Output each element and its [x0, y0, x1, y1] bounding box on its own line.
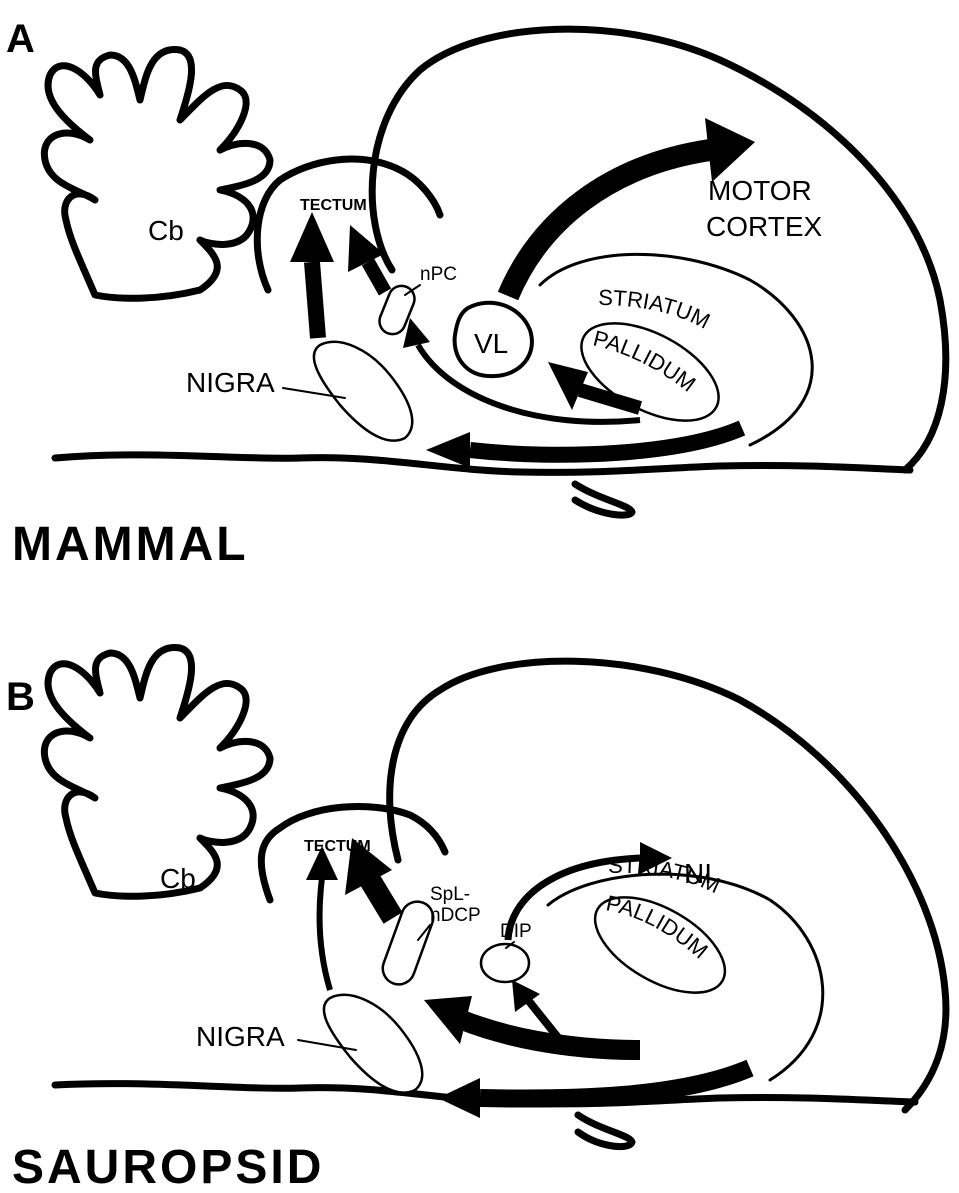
panel-b-pallidum-to-nigra-arrow — [480, 1068, 750, 1099]
panel-a-nigra-to-tectum-arrowhead — [290, 212, 334, 262]
panel-a-npc-label: nPC — [420, 264, 457, 285]
panel-b: B Cb TECTUM NI STRIATUM PALLIDUM NIGRA S… — [6, 648, 946, 1193]
panel-b-cb-label: Cb — [160, 863, 196, 894]
panel-a-motor-label-2: CORTEX — [706, 211, 822, 242]
panel-a-brainstem-outline — [55, 455, 910, 515]
panel-a-npc-to-tectum-arrow — [368, 262, 385, 292]
panel-a-nigra-to-tectum-arrow — [312, 262, 318, 338]
panel-a-vl-label: VL — [474, 328, 508, 359]
panel-a-vl-to-cortex-arrow — [508, 150, 710, 296]
panel-b-spl-label-1: SpL- — [430, 884, 470, 905]
panel-b-pallidum-to-nigra-arrowhead — [438, 1078, 480, 1118]
panel-b-nigra — [324, 995, 422, 1093]
panel-a-tectum-label: TECTUM — [300, 197, 367, 214]
panel-a-nigra — [314, 342, 412, 441]
panel-b-nigra-to-tectum-arrow — [320, 878, 330, 990]
panel-b-pallidum — [580, 878, 741, 1012]
panel-b-cortex-outline — [390, 661, 946, 1110]
panel-a-vl-to-cortex-arrowhead — [705, 118, 755, 182]
panel-a-nigra-label: NIGRA — [186, 367, 275, 398]
panel-a: A Cb TECTUM MOTOR CORTEX STRIATUM PALLID… — [6, 17, 946, 571]
panel-b-spl-label-2: nDCP — [430, 905, 481, 926]
panel-b-cerebellum-outline — [44, 648, 270, 897]
panel-a-pallidum-to-nigra-arrow — [470, 428, 742, 455]
panel-a-pallidum-to-vl-arrowhead — [548, 362, 588, 410]
panel-a-title: MAMMAL — [12, 518, 249, 571]
panel-b-pallidum-to-spl-arrowhead — [424, 996, 472, 1044]
panel-a-letter: A — [6, 17, 35, 61]
panel-b-letter: B — [6, 675, 35, 719]
panel-a-cerebellum-outline — [44, 50, 270, 299]
panel-b-nigra-label: NIGRA — [196, 1021, 285, 1052]
panel-b-spl-to-tectum-arrow — [370, 880, 393, 918]
panel-b-title: SAUROPSID — [12, 1141, 324, 1193]
panel-a-cb-label: Cb — [148, 215, 184, 246]
panel-b-dip — [481, 944, 529, 982]
panel-a-motor-label-1: MOTOR — [708, 175, 812, 206]
